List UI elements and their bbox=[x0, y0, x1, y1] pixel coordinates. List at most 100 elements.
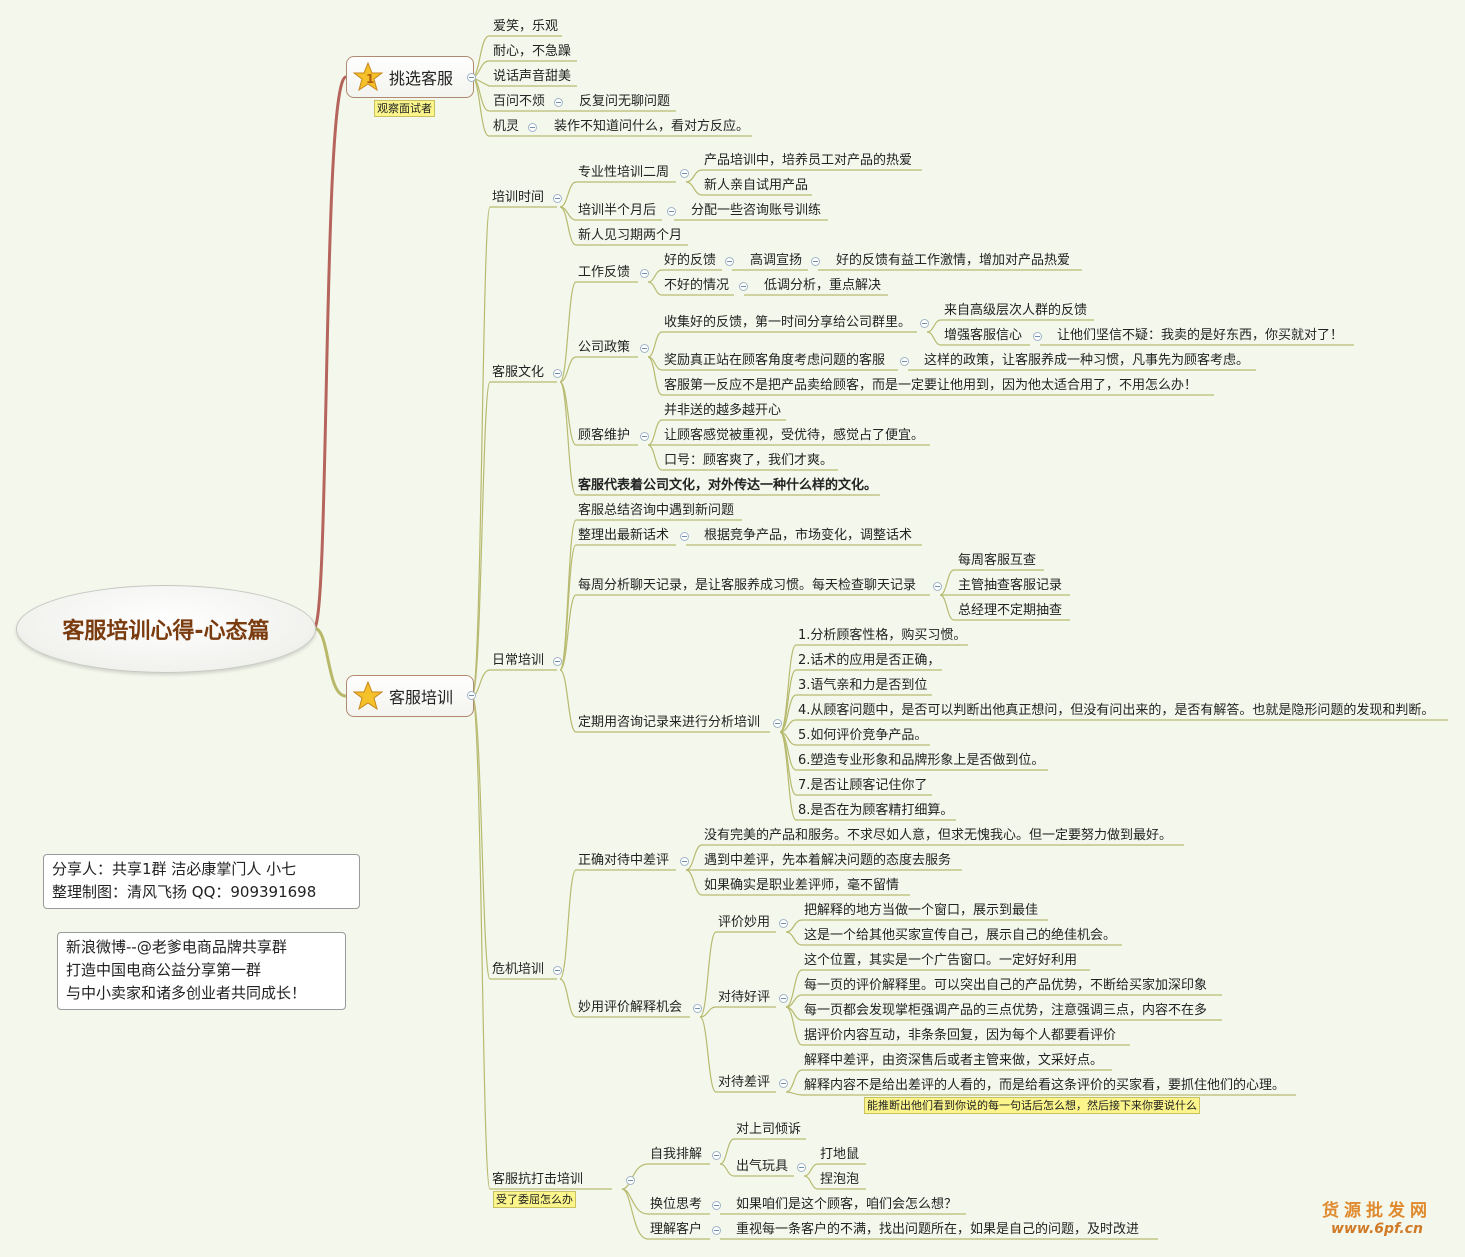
topic[interactable]: 6.塑造专业形象和品牌形象上是否做到位。 bbox=[798, 753, 1045, 768]
topic[interactable]: 解释中差评，由资深售后或者主管来做，文采好点。 bbox=[804, 1053, 1104, 1068]
topic[interactable]: 如果咱们是这个顾客，咱们会怎么想？ bbox=[736, 1197, 958, 1212]
topic[interactable]: 8.是否在为顾客精打细算。 bbox=[798, 803, 954, 818]
topic[interactable]: 反复问无聊问题 bbox=[579, 94, 671, 109]
topic[interactable]: 百问不烦 bbox=[493, 94, 546, 109]
topic[interactable]: 每一页都会发现掌柜强调产品的三点优势，注意强调三点，内容不在多 bbox=[804, 1003, 1208, 1018]
topic[interactable]: 好的反馈有益工作激情，增加对产品热爱 bbox=[836, 253, 1071, 268]
topic[interactable]: 3.语气亲和力是否到位 bbox=[798, 678, 928, 693]
topic[interactable]: 收集好的反馈，第一时间分享给公司群里。 bbox=[664, 315, 912, 330]
topic[interactable]: 产品培训中，培养员工对产品的热爱 bbox=[704, 153, 913, 168]
topic[interactable]: 每周分析聊天记录，是让客服养成习惯。每天检查聊天记录 bbox=[578, 578, 917, 593]
collapse-toggle-icon[interactable] bbox=[779, 1079, 788, 1088]
topic[interactable]: 客服代表着公司文化，对外传达一种什么样的文化。 bbox=[578, 478, 878, 493]
collapse-toggle-icon[interactable] bbox=[680, 169, 689, 178]
topic[interactable]: 培训半个月后 bbox=[578, 203, 657, 218]
topic[interactable]: 打地鼠 bbox=[820, 1147, 860, 1162]
topic[interactable]: 正确对待中差评 bbox=[578, 853, 670, 868]
topic[interactable]: 工作反馈 bbox=[578, 265, 631, 280]
topic[interactable]: 理解客户 bbox=[650, 1222, 703, 1237]
topic[interactable]: 自我排解 bbox=[650, 1147, 703, 1162]
topic[interactable]: 让他们坚信不疑：我卖的是好东西，你买就对了！ bbox=[1057, 328, 1344, 343]
topic[interactable]: 把解释的地方当做一个窗口，展示到最佳 bbox=[804, 903, 1039, 918]
topic[interactable]: 高调宣扬 bbox=[750, 253, 803, 268]
topic[interactable]: 每一页的评价解释里。可以突出自己的产品优势，不断给买家加深印象 bbox=[804, 978, 1208, 993]
topic-crisis[interactable]: 危机培训 bbox=[492, 962, 545, 977]
topic[interactable]: 换位思考 bbox=[650, 1197, 703, 1212]
topic[interactable]: 主管抽查客服记录 bbox=[958, 578, 1063, 593]
topic[interactable]: 没有完美的产品和服务。不求尽如人意，但求无愧我心。但一定要努力做到最好。 bbox=[704, 828, 1173, 843]
collapse-toggle-icon[interactable] bbox=[797, 1163, 806, 1172]
topic-service-training[interactable]: 客服培训 bbox=[346, 675, 474, 717]
topic[interactable]: 这个位置，其实是一个广告窗口。一定好好利用 bbox=[804, 953, 1078, 968]
credits-box[interactable]: 分享人：共享1群 洁必康掌门人 小七 整理制图：清风飞扬 QQ：90939169… bbox=[43, 854, 360, 909]
topic[interactable]: 5.如何评价竞争产品。 bbox=[798, 728, 928, 743]
topic[interactable]: 2.话术的应用是否正确， bbox=[798, 653, 941, 668]
weibo-box[interactable]: 新浪微博--@老爹电商品牌共享群 打造中国电商公益分享第一群 与中小卖家和诸多创… bbox=[57, 932, 346, 1010]
collapse-toggle-icon[interactable] bbox=[640, 344, 649, 353]
topic[interactable]: 新人亲自试用产品 bbox=[704, 178, 809, 193]
topic[interactable]: 来自高级层次人群的反馈 bbox=[944, 303, 1088, 318]
topic[interactable]: 客服第一反应不是把产品卖给顾客，而是一定要让他用到，因为他太适合用了，不用怎么办… bbox=[664, 378, 1198, 393]
topic[interactable]: 口号：顾客爽了，我们才爽。 bbox=[664, 453, 834, 468]
collapse-toggle-icon[interactable] bbox=[553, 194, 562, 203]
collapse-toggle-icon[interactable] bbox=[467, 73, 476, 82]
root-topic[interactable]: 客服培训心得-心态篇 bbox=[16, 585, 316, 673]
collapse-toggle-icon[interactable] bbox=[920, 319, 929, 328]
topic[interactable]: 据评价内容互动，非条条回复，因为每个人都要看评价 bbox=[804, 1028, 1117, 1043]
topic-culture[interactable]: 客服文化 bbox=[492, 365, 545, 380]
collapse-toggle-icon[interactable] bbox=[779, 919, 788, 928]
collapse-toggle-icon[interactable] bbox=[528, 123, 537, 132]
topic[interactable]: 爱笑，乐观 bbox=[493, 19, 559, 34]
collapse-toggle-icon[interactable] bbox=[553, 966, 562, 975]
topic[interactable]: 耐心，不急躁 bbox=[493, 44, 572, 59]
collapse-toggle-icon[interactable] bbox=[553, 657, 562, 666]
topic[interactable]: 这是一个给其他买家宣传自己，展示自己的绝佳机会。 bbox=[804, 928, 1117, 943]
collapse-toggle-icon[interactable] bbox=[900, 357, 909, 366]
collapse-toggle-icon[interactable] bbox=[779, 994, 788, 1003]
topic[interactable]: 整理出最新话术 bbox=[578, 528, 670, 543]
topic[interactable]: 让顾客感觉被重视，受优待，感觉占了便宜。 bbox=[664, 428, 925, 443]
topic[interactable]: 增强客服信心 bbox=[944, 328, 1023, 343]
topic[interactable]: 定期用咨询记录来进行分析培训 bbox=[578, 715, 761, 730]
topic[interactable]: 低调分析，重点解决 bbox=[764, 278, 882, 293]
topic[interactable]: 1.分析顾客性格，购买习惯。 bbox=[798, 628, 967, 643]
collapse-toggle-icon[interactable] bbox=[712, 1151, 721, 1160]
collapse-toggle-icon[interactable] bbox=[467, 691, 476, 700]
topic[interactable]: 不好的情况 bbox=[664, 278, 730, 293]
collapse-toggle-icon[interactable] bbox=[680, 532, 689, 541]
topic-train-time[interactable]: 培训时间 bbox=[492, 190, 545, 205]
topic[interactable]: 如果确实是职业差评师，毫不留情 bbox=[704, 878, 900, 893]
collapse-toggle-icon[interactable] bbox=[712, 1226, 721, 1235]
topic[interactable]: 根据竞争产品，市场变化，调整话术 bbox=[704, 528, 913, 543]
collapse-toggle-icon[interactable] bbox=[553, 369, 562, 378]
topic[interactable]: 遇到中差评，先本着解决问题的态度去服务 bbox=[704, 853, 952, 868]
topic[interactable]: 机灵 bbox=[493, 119, 520, 134]
topic[interactable]: 专业性培训二周 bbox=[578, 165, 670, 180]
topic[interactable]: 4.从顾客问题中，是否可以判断出他真正想问，但没有问出来的，是否有解答。也就是隐… bbox=[798, 703, 1435, 718]
topic[interactable]: 并非送的越多越开心 bbox=[664, 403, 782, 418]
collapse-toggle-icon[interactable] bbox=[712, 1201, 721, 1210]
collapse-toggle-icon[interactable] bbox=[933, 582, 942, 591]
topic[interactable]: 对待差评 bbox=[718, 1075, 771, 1090]
topic[interactable]: 顾客维护 bbox=[578, 428, 631, 443]
collapse-toggle-icon[interactable] bbox=[739, 282, 748, 291]
topic-pick-service[interactable]: 1 挑选客服 bbox=[346, 56, 474, 98]
topic[interactable]: 公司政策 bbox=[578, 340, 631, 355]
collapse-toggle-icon[interactable] bbox=[1033, 332, 1042, 341]
topic[interactable]: 装作不知道问什么，看对方反应。 bbox=[554, 119, 750, 134]
topic[interactable]: 7.是否让顾客记住你了 bbox=[798, 778, 928, 793]
topic[interactable]: 捏泡泡 bbox=[820, 1172, 860, 1187]
topic[interactable]: 分配一些咨询账号训练 bbox=[691, 203, 822, 218]
topic-daily[interactable]: 日常培训 bbox=[492, 653, 545, 668]
topic[interactable]: 出气玩具 bbox=[736, 1159, 789, 1174]
topic[interactable]: 好的反馈 bbox=[664, 253, 717, 268]
collapse-toggle-icon[interactable] bbox=[640, 269, 649, 278]
topic[interactable]: 解释内容不是给出差评的人看的，而是给看这条评价的买家看，要抓住他们的心理。 bbox=[804, 1078, 1286, 1093]
collapse-toggle-icon[interactable] bbox=[626, 1176, 635, 1185]
collapse-toggle-icon[interactable] bbox=[667, 207, 676, 216]
topic-resist[interactable]: 客服抗打击培训 bbox=[492, 1172, 584, 1187]
collapse-toggle-icon[interactable] bbox=[640, 432, 649, 441]
collapse-toggle-icon[interactable] bbox=[680, 857, 689, 866]
collapse-toggle-icon[interactable] bbox=[554, 98, 563, 107]
topic[interactable]: 说话声音甜美 bbox=[493, 69, 572, 84]
